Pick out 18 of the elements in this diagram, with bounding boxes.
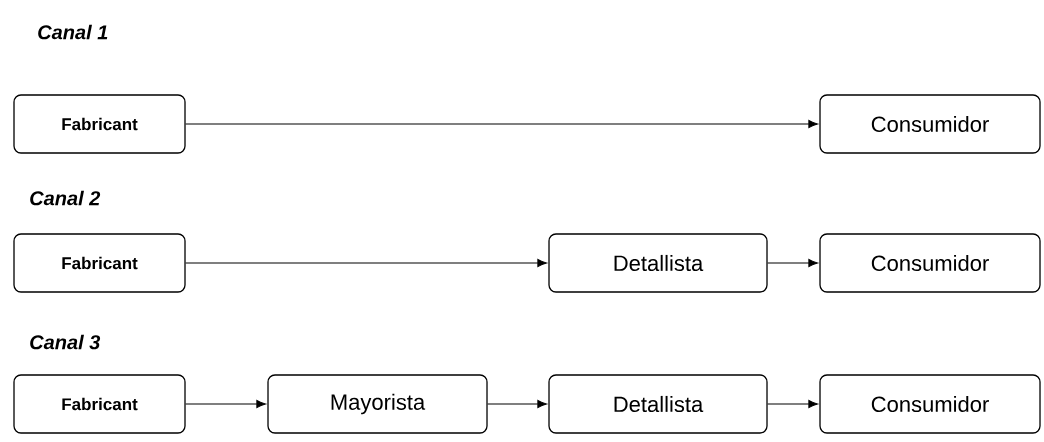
process-box: Detallista [548,233,768,293]
arrow [185,258,547,268]
process-box: Consumidor [819,94,1041,154]
arrow [185,399,266,409]
process-box: Fabricant [13,374,186,434]
process-box: Consumidor [819,233,1041,293]
channel-heading: Canal 3 [30,334,101,350]
channel-heading: Canal 1 [38,24,108,40]
arrow [185,119,818,129]
process-box: Fabricant [13,233,186,293]
process-box: Detallista [548,374,768,434]
arrow [767,258,818,268]
channel-heading: Canal 2 [30,190,101,206]
process-box: Fabricant [13,94,186,154]
process-box: Consumidor [819,374,1041,434]
process-box: Mayorista [267,374,488,434]
arrow [487,399,547,409]
arrow [767,399,818,409]
